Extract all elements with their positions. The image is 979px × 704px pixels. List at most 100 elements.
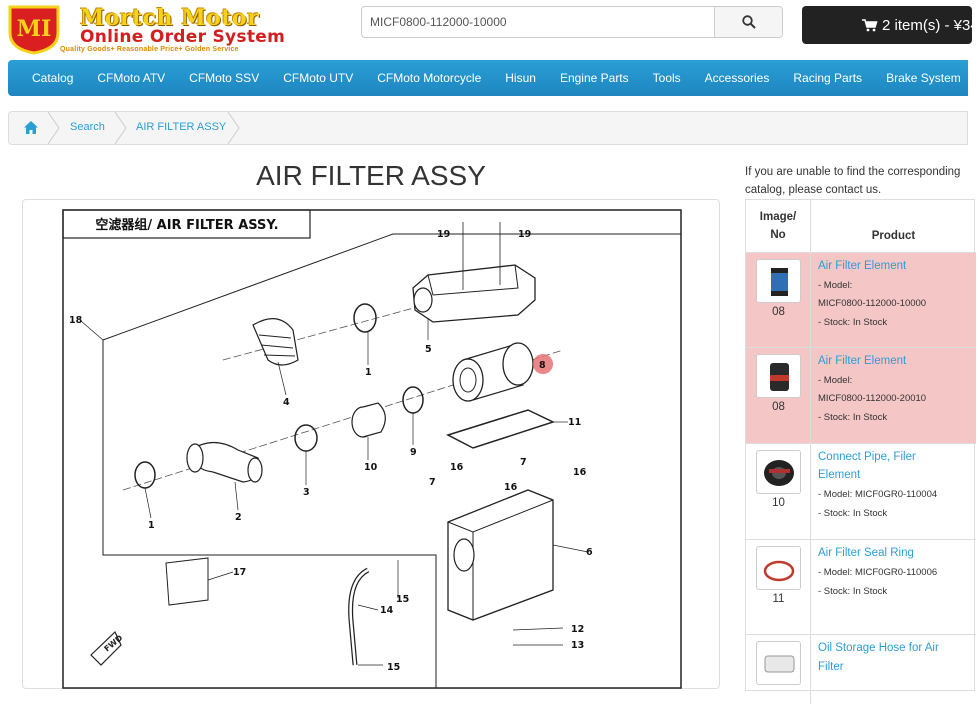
parts-table: Image/ No Product 08 Air Filter Element … xyxy=(745,199,976,704)
breadcrumb-air-filter-assy[interactable]: AIR FILTER ASSY xyxy=(136,121,227,133)
callout-13: 13 xyxy=(571,640,584,651)
search-icon xyxy=(741,15,756,29)
home-icon[interactable] xyxy=(23,120,39,135)
oil-hose-image xyxy=(764,655,795,673)
search-input[interactable] xyxy=(362,7,714,37)
callout-19a: 19 xyxy=(437,229,450,240)
table-row[interactable]: Oil Storage Hose for Air Filter xyxy=(746,634,976,704)
stock-value: In Stock xyxy=(852,412,888,423)
site-logo[interactable]: MI Mortch Motor Online Order System Qual… xyxy=(6,3,285,55)
logo-subtitle: Online Order System xyxy=(80,27,286,47)
nav-item-cfmoto-motorcycle[interactable]: CFMoto Motorcycle xyxy=(377,71,482,85)
model-value: MICF0800-112000-10000 xyxy=(818,298,927,309)
part-intake-bellows[interactable] xyxy=(252,318,299,366)
product-thumbnail[interactable] xyxy=(756,259,801,303)
part-airbox-lid[interactable] xyxy=(412,222,536,323)
logo-badge-text: MI xyxy=(17,16,52,42)
nav-item-catalog[interactable]: Catalog xyxy=(32,71,74,85)
logo-title: Mortch Motor xyxy=(80,5,260,31)
row-image-cell: 11 xyxy=(746,540,811,634)
product-name-link[interactable]: Air Filter Element xyxy=(818,355,907,367)
stock-value: In Stock xyxy=(852,586,888,597)
nav-item-accessories[interactable]: Accessories xyxy=(704,71,770,85)
product-name-link[interactable]: Filter xyxy=(818,661,844,673)
product-thumbnail[interactable] xyxy=(756,354,801,398)
connect-pipe-image xyxy=(764,460,794,486)
table-row[interactable]: 11 Air Filter Seal Ring - Model: MICF0GR… xyxy=(746,539,976,634)
model-label: - Model: xyxy=(818,567,853,578)
part-number: 08 xyxy=(772,306,785,318)
model-label: - Model: xyxy=(818,375,853,386)
callout-11: 11 xyxy=(568,417,581,428)
highlight-marker xyxy=(533,354,553,374)
parts-diagram[interactable]: 空滤器组/ AIR FILTER ASSY. xyxy=(23,200,721,690)
model-label: - Model: xyxy=(818,280,853,291)
callout-1b: 1 xyxy=(148,520,155,531)
stock-value: In Stock xyxy=(852,508,888,519)
model-value: MICF0GR0-110004 xyxy=(854,489,938,500)
callout-4: 4 xyxy=(283,397,290,408)
product-name-link[interactable]: Oil Storage Hose for Air xyxy=(818,642,939,654)
nav-item-cfmoto-ssv[interactable]: CFMoto SSV xyxy=(189,71,260,85)
breadcrumb-separator xyxy=(114,111,127,145)
callout-19b: 19 xyxy=(518,229,531,240)
page-title: AIR FILTER ASSY xyxy=(256,160,486,191)
nav-item-engine-parts[interactable]: Engine Parts xyxy=(559,71,629,85)
callout-12: 12 xyxy=(571,624,584,635)
table-row[interactable]: 10 Connect Pipe, Filer Element - Model: … xyxy=(746,443,976,539)
part-number: 11 xyxy=(772,593,785,605)
stock-status: - Stock: In Stock xyxy=(818,314,887,332)
model-status: - Model: MICF0GR0-110004 xyxy=(818,486,937,504)
cart-button[interactable]: 2 item(s) - ¥34 xyxy=(802,6,979,44)
stock-label: - Stock: xyxy=(818,586,853,597)
contact-notice-line: If you are unable to find the correspond… xyxy=(745,166,961,178)
callout-2: 2 xyxy=(235,512,242,523)
stock-label: - Stock: xyxy=(818,508,853,519)
part-number: 08 xyxy=(772,401,785,413)
part-number: 10 xyxy=(772,497,785,509)
part-air-filter-element[interactable] xyxy=(452,342,534,402)
part-connect-pipe[interactable] xyxy=(351,402,386,438)
parts-diagram-panel: 空滤器组/ AIR FILTER ASSY. xyxy=(22,199,720,689)
cart-icon xyxy=(862,18,878,32)
model-value: MICF0GR0-110006 xyxy=(854,567,938,578)
product-thumbnail[interactable] xyxy=(756,546,801,590)
nav-item-racing-parts[interactable]: Racing Parts xyxy=(793,71,863,85)
callout-16a: 16 xyxy=(450,462,464,473)
nav-item-tools[interactable]: Tools xyxy=(652,71,681,85)
product-name-link[interactable]: Air Filter Seal Ring xyxy=(818,547,914,559)
main-nav: Catalog CFMoto ATV CFMoto SSV CFMoto UTV… xyxy=(8,60,968,96)
callout-14: 14 xyxy=(380,605,394,616)
table-row[interactable]: 08 Air Filter Element - Model: MICF0800-… xyxy=(746,347,976,443)
table-row[interactable]: 08 Air Filter Element - Model: MICF0800-… xyxy=(746,252,976,347)
contact-notice: If you are unable to find the correspond… xyxy=(745,163,975,199)
part-airbox-base[interactable] xyxy=(447,489,554,621)
nav-item-cfmoto-utv[interactable]: CFMoto UTV xyxy=(283,71,354,85)
air-filter-blue-image xyxy=(771,268,788,296)
stock-status: - Stock: In Stock xyxy=(818,409,887,427)
callout-15b: 15 xyxy=(387,662,400,673)
air-filter-dark-image xyxy=(770,363,789,391)
nav-item-hisun[interactable]: Hisun xyxy=(505,71,536,85)
part-intake-duct[interactable] xyxy=(186,441,263,483)
callout-17: 17 xyxy=(233,567,246,578)
product-name-link[interactable]: Air Filter Element xyxy=(818,260,907,272)
stock-label: - Stock: xyxy=(818,317,853,328)
stock-status: - Stock: In Stock xyxy=(818,583,887,601)
stock-status: - Stock: In Stock xyxy=(818,505,887,523)
row-image-cell xyxy=(746,635,811,704)
cart-label: 2 item(s) - ¥34 xyxy=(882,16,979,34)
product-name-link[interactable]: Connect Pipe, Filer xyxy=(818,451,916,463)
product-name-link[interactable]: Element xyxy=(818,469,861,481)
product-thumbnail[interactable] xyxy=(756,641,801,685)
callout-18: 18 xyxy=(69,315,83,326)
product-thumbnail[interactable] xyxy=(756,450,801,494)
nav-item-cfmoto-atv[interactable]: CFMoto ATV xyxy=(97,71,166,85)
search-button[interactable] xyxy=(714,7,782,37)
callout-7a: 7 xyxy=(520,457,527,468)
callout-9: 9 xyxy=(410,447,417,458)
nav-item-brake-system[interactable]: Brake System xyxy=(886,71,961,85)
site-header: MI Mortch Motor Online Order System Qual… xyxy=(0,0,979,58)
breadcrumb-search[interactable]: Search xyxy=(70,121,105,133)
logo-tagline: Quality Goods+ Reasonable Price+ Golden … xyxy=(60,46,239,53)
